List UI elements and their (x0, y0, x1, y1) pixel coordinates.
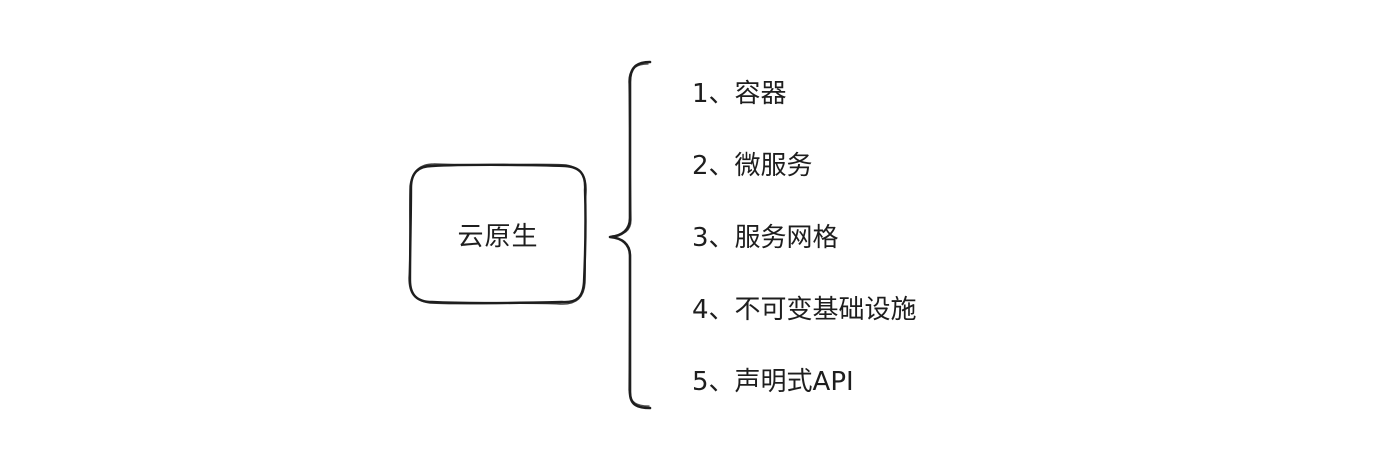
branch-item: 5、声明式API (692, 367, 854, 397)
branch-item: 3、服务网格 (692, 223, 839, 253)
root-box-outline (408, 163, 587, 305)
branch-item: 4、不可变基础设施 (692, 295, 917, 325)
branch-item: 2、微服务 (692, 151, 813, 181)
branch-list: 1、容器 2、微服务 3、服务网格 4、不可变基础设施 5、声明式API (692, 72, 917, 432)
root-node-label: 云原生 (457, 221, 539, 252)
branch-item: 1、容器 (692, 79, 787, 109)
curly-brace (608, 60, 652, 410)
